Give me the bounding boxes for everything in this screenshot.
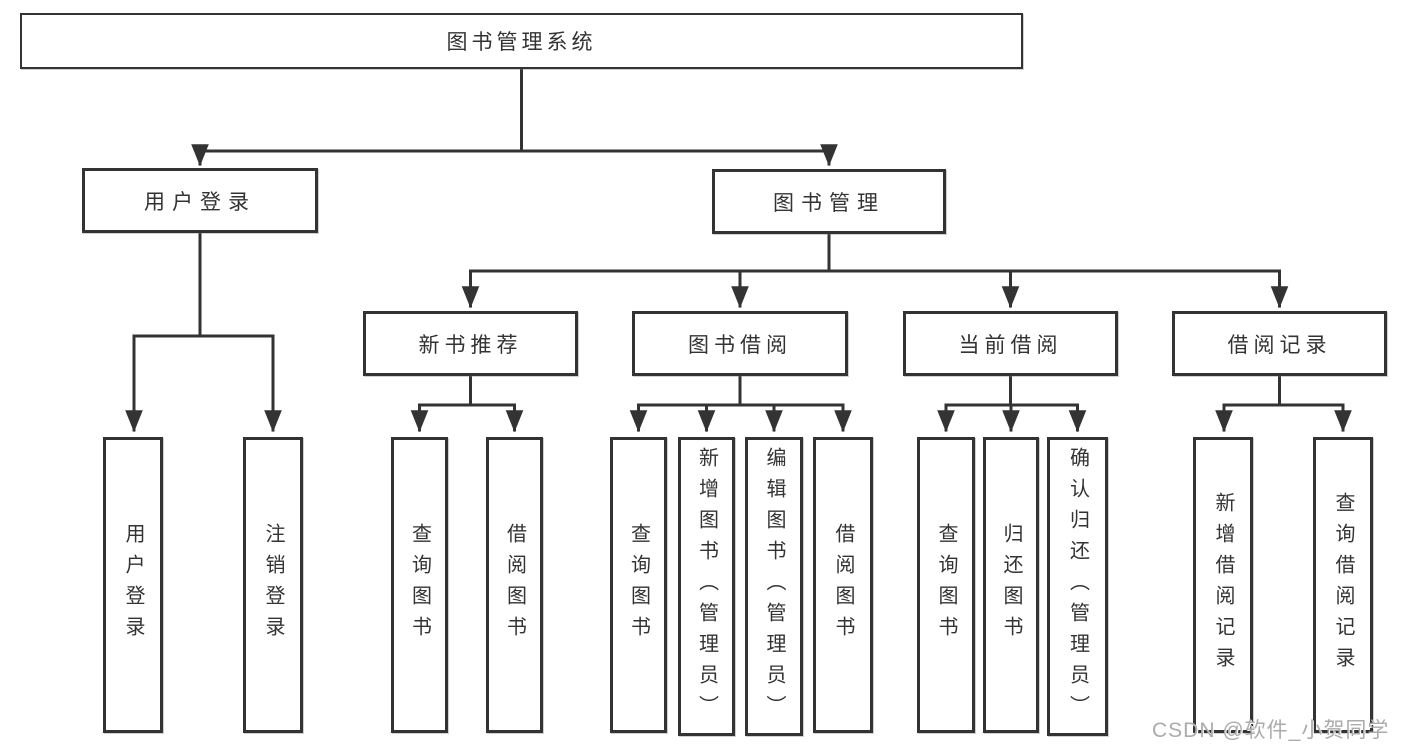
leaf-user-login: 用户登录 [103,437,163,733]
leaf-borrow-book: 借阅图书 [813,437,873,733]
leaf-add-borrow-record-label: 新增借阅记录 [1212,492,1234,678]
leaf-query-borrow-record-label: 查询借阅记录 [1332,492,1354,678]
leaf-borrow-book-label: 借阅图书 [832,523,854,647]
leaf-query-book-recommend-label: 查询图书 [408,523,431,647]
watermark: CSDN @软件_小贺同学 [1152,719,1390,742]
leaf-edit-book-admin: 编辑图书（管理员） [745,437,803,736]
node-book-borrow-label: 图书借阅 [688,333,792,357]
leaf-edit-book-admin-label: 编辑图书（管理员） [763,447,785,726]
leaf-query-book-recommend: 查询图书 [391,437,448,733]
leaf-add-borrow-record: 新增借阅记录 [1193,437,1253,733]
node-new-book-recommend-label: 新书推荐 [418,333,523,357]
leaf-return-book: 归还图书 [983,437,1039,733]
leaf-query-book-current: 查询图书 [917,437,975,733]
leaf-logout-label: 注销登录 [262,523,284,647]
leaf-add-book-admin-label: 新增图书（管理员） [695,447,718,726]
leaf-borrow-book-recommend-label: 借阅图书 [503,523,526,647]
node-library-system-label: 图书管理系统 [446,31,597,54]
leaf-confirm-return-admin: 确认归还（管理员） [1047,437,1108,736]
node-book-management-label: 图书管理 [773,191,885,215]
leaf-query-book-current-label: 查询图书 [935,523,957,647]
node-library-system: 图书管理系统 [20,13,1023,69]
leaf-query-borrow-record: 查询借阅记录 [1313,437,1373,733]
node-book-borrow: 图书借阅 [632,311,848,376]
node-current-borrow-label: 当前借阅 [958,333,1063,357]
leaf-logout: 注销登录 [243,437,303,733]
node-user-login-module: 用户登录 [82,168,318,233]
node-borrow-records-label: 借阅记录 [1227,333,1332,357]
leaf-add-book-admin: 新增图书（管理员） [678,437,735,736]
node-user-login-module-label: 用户登录 [144,190,256,214]
leaf-user-login-label: 用户登录 [122,523,144,647]
node-borrow-records: 借阅记录 [1172,311,1387,376]
leaf-confirm-return-admin-label: 确认归还（管理员） [1066,447,1089,726]
leaf-query-book-borrow: 查询图书 [610,437,667,733]
leaf-borrow-book-recommend: 借阅图书 [486,437,543,733]
node-new-book-recommend: 新书推荐 [363,311,578,376]
leaf-query-book-borrow-label: 查询图书 [627,523,650,647]
leaf-return-book-label: 归还图书 [1000,523,1022,647]
node-book-management: 图书管理 [712,169,946,234]
node-current-borrow: 当前借阅 [903,311,1118,376]
